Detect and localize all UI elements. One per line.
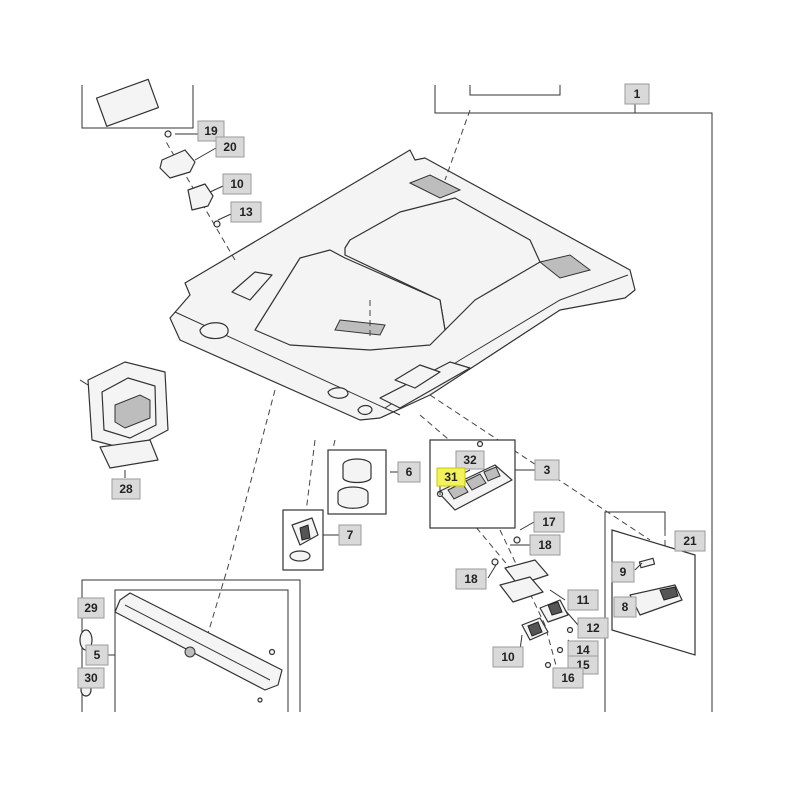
callout-10-top: 10: [222, 173, 252, 195]
callout-label: 8: [622, 600, 629, 614]
callout-label: 3: [544, 463, 551, 477]
callout-19: 19: [197, 120, 225, 142]
switch-cluster: [491, 536, 574, 669]
trim-bar: [114, 592, 283, 703]
callout-13: 13: [230, 201, 262, 223]
callout-6: 6: [397, 461, 421, 483]
callout-11: 11: [567, 589, 599, 611]
callout-20: 20: [215, 136, 245, 158]
callout-5: 5: [85, 644, 109, 666]
callout-label: 31: [444, 470, 458, 484]
callout-label: 16: [561, 671, 575, 685]
callout-label: 12: [586, 621, 600, 635]
callout-30: 30: [77, 667, 105, 689]
callout-label: 10: [501, 650, 515, 664]
callout-12: 12: [577, 617, 609, 639]
callout-32: 32: [455, 450, 485, 470]
callout-label: 32: [463, 453, 477, 467]
clip-part-10-top: [187, 183, 214, 211]
callout-label: 14: [576, 643, 590, 657]
callout-1: 1: [624, 83, 650, 105]
inset-box-6: [327, 449, 387, 515]
callout-label: 30: [84, 671, 98, 685]
screw-19: [164, 130, 172, 138]
callout-8: 8: [613, 596, 637, 618]
inset-box-7: [282, 509, 324, 571]
callout-29: 29: [77, 597, 105, 619]
callout-label: 17: [542, 515, 556, 529]
callout-31: 31: [436, 467, 466, 487]
clip-part-20: [159, 149, 196, 179]
callout-label: 21: [683, 534, 697, 548]
callout-label: 9: [620, 565, 627, 579]
panel-21: [611, 529, 696, 656]
callout-16: 16: [552, 667, 584, 689]
callout-18-left: 18: [455, 568, 487, 590]
callout-label: 6: [406, 465, 413, 479]
vent-panel-28: [79, 361, 169, 469]
panel-bottom-right: [604, 511, 666, 712]
callout-10-bottom: 10: [492, 646, 524, 668]
panel-top-left: [81, 78, 194, 129]
callout-9: 9: [611, 561, 635, 583]
callout-label: 10: [230, 177, 244, 191]
callout-label: 28: [119, 482, 133, 496]
callout-label: 11: [577, 593, 590, 607]
screw-13: [213, 220, 221, 228]
callout-label: 19: [204, 124, 218, 138]
callout-7: 7: [338, 524, 362, 546]
roof-panel: [169, 149, 636, 421]
callout-label: 18: [464, 572, 478, 586]
callout-28: 28: [111, 478, 141, 500]
callout-label: 29: [84, 601, 98, 615]
callout-17: 17: [533, 511, 565, 533]
callout-label: 18: [538, 538, 552, 552]
callout-label: 20: [223, 140, 237, 154]
callout-label: 5: [94, 648, 101, 662]
callout-label: 1: [634, 87, 641, 101]
callout-21: 21: [674, 530, 706, 552]
callout-18-right: 18: [529, 534, 561, 556]
callout-3: 3: [534, 459, 560, 481]
callout-label: 7: [347, 528, 354, 542]
panel-top-right: [434, 85, 713, 712]
callout-label: 13: [239, 205, 253, 219]
